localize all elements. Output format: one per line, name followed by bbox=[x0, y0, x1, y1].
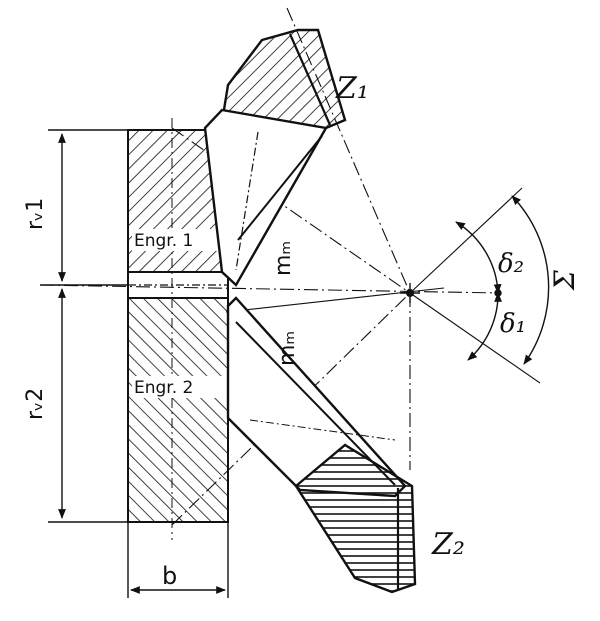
horizontal-axis-line bbox=[39, 284, 501, 294]
mm-upper-label: mₘ bbox=[271, 241, 296, 276]
pinion-hub bbox=[203, 108, 328, 287]
cone-apex bbox=[400, 283, 420, 303]
delta1-label: δ₁ bbox=[500, 309, 526, 339]
gear-2-label: Engr. 2 bbox=[134, 378, 193, 398]
gear-z2: Z₂ bbox=[226, 296, 465, 594]
z1-label: Z₁ bbox=[335, 71, 369, 106]
gear-tooth-section bbox=[294, 443, 417, 594]
rv2-label: rᵥ2 bbox=[23, 388, 48, 420]
rv1-label: rᵥ1 bbox=[23, 198, 48, 230]
angle-arcs bbox=[455, 195, 550, 365]
delta1-arc bbox=[467, 292, 502, 361]
delta2-label: δ₂ bbox=[498, 249, 524, 279]
radius-dimensions: rᵥ1 rᵥ2 bbox=[23, 129, 128, 523]
sigma-label: Σ bbox=[548, 270, 581, 291]
mm-lower-label: mₘ bbox=[275, 331, 300, 366]
pitch-cone-line-lower bbox=[171, 292, 411, 526]
sigma-arc bbox=[511, 195, 550, 365]
virtual-gear-2-section bbox=[127, 297, 229, 523]
pinion-z1: Z₁ bbox=[203, 28, 369, 287]
gear-1-label: Engr. 1 bbox=[134, 231, 193, 251]
width-dimension: b bbox=[127, 522, 229, 598]
z2-label: Z₂ bbox=[431, 527, 465, 562]
delta2-arc bbox=[455, 221, 502, 294]
b-label: b bbox=[162, 562, 177, 590]
